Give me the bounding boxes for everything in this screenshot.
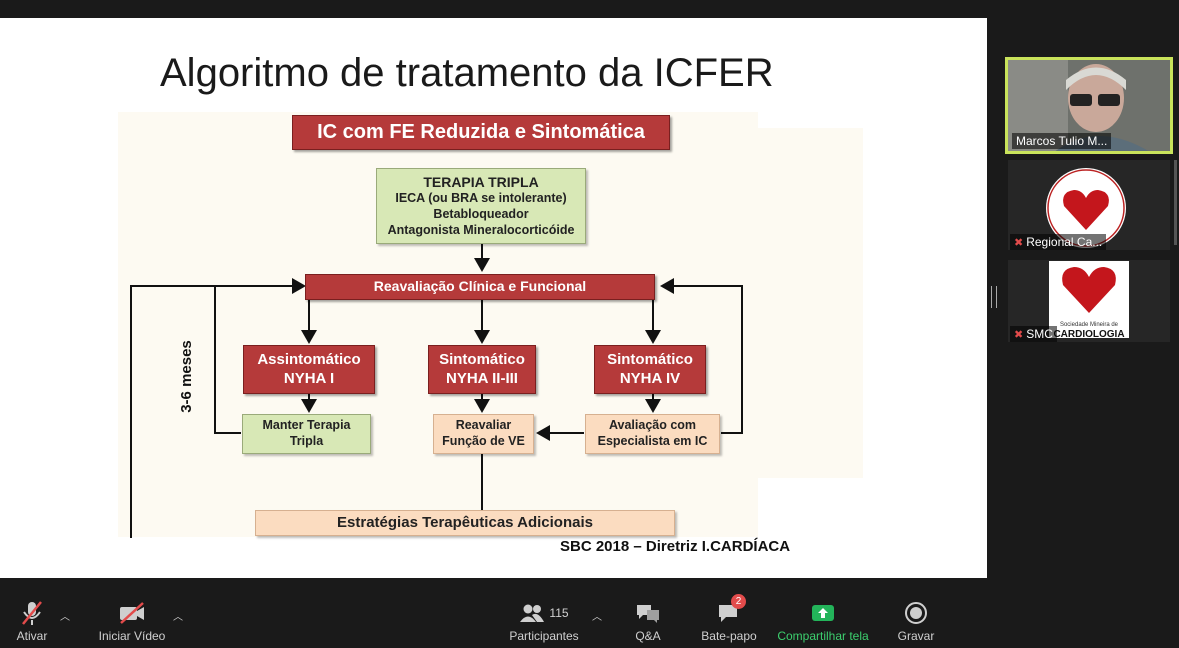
- chat-icon: 2: [716, 594, 746, 628]
- reevaluation-box: Reavaliação Clínica e Funcional: [305, 274, 655, 300]
- slide-source: SBC 2018 – Diretriz I.CARDÍACA: [560, 538, 791, 555]
- qa-icon: [635, 598, 661, 628]
- video-tile-smc[interactable]: Sociedade Mineira de CARDIOLOGIA ✖SMC: [1008, 260, 1170, 342]
- meeting-toolbar: Ativar ︿ Iniciar Vídeo ︿ 115 Participant…: [0, 588, 1179, 648]
- unmute-button[interactable]: Ativar: [10, 588, 54, 648]
- share-screen-label: Compartilhar tela: [777, 629, 869, 643]
- start-video-label: Iniciar Vídeo: [98, 629, 166, 643]
- record-button[interactable]: Gravar: [896, 588, 936, 648]
- video-off-icon: [118, 598, 146, 628]
- participants-button[interactable]: 115 Participantes: [506, 588, 582, 648]
- smc-logo-caption: Sociedade Mineira de: [1059, 322, 1119, 328]
- panel-resize-handle[interactable]: [991, 286, 997, 308]
- unmute-label: Ativar: [16, 629, 48, 643]
- diagram-header: IC com FE Reduzida e Sintomática: [292, 115, 670, 150]
- participants-label: Participantes: [509, 629, 579, 643]
- shared-slide: Algoritmo de tratamento da ICFER IC com …: [0, 18, 987, 578]
- smc-logo: Sociedade Mineira de CARDIOLOGIA: [1049, 261, 1129, 340]
- chat-label: Bate-papo: [701, 629, 757, 643]
- participants-icon: [520, 604, 545, 622]
- chat-button[interactable]: 2 Bate-papo: [700, 588, 758, 648]
- muted-mic-icon: ✖: [1014, 237, 1024, 249]
- participants-options-chevron-icon[interactable]: ︿: [592, 612, 602, 623]
- video-options-chevron-icon[interactable]: ︿: [173, 612, 183, 623]
- audio-options-chevron-icon[interactable]: ︿: [60, 612, 70, 623]
- participants-icon-group: 115: [519, 598, 569, 628]
- chat-badge: 2: [731, 594, 746, 609]
- participant-label-smc: ✖SMC: [1010, 326, 1057, 342]
- share-screen-button[interactable]: Compartilhar tela: [776, 588, 870, 648]
- action-maintain-therapy: Manter Terapia Tripla: [242, 414, 371, 454]
- side-scrollbar[interactable]: [1174, 160, 1177, 245]
- heart-logo-icon: [1062, 267, 1116, 313]
- additional-strategies-box: Estratégias Terapêuticas Adicionais: [255, 510, 675, 536]
- interval-label: 3-6 meses: [177, 340, 195, 413]
- record-label: Gravar: [897, 629, 935, 643]
- video-tile-active-speaker[interactable]: Marcos Tulio M...: [1005, 57, 1173, 154]
- start-video-button[interactable]: Iniciar Vídeo: [96, 588, 168, 648]
- triple-therapy-box: TERAPIA TRIPLA IECA (ou BRA se intoleran…: [376, 168, 586, 244]
- record-icon: [904, 598, 928, 628]
- diagram-background-right: [758, 128, 863, 478]
- action-reevaluate-lv: Reavaliar Função de VE: [433, 414, 534, 454]
- flow-arrows: [130, 242, 743, 538]
- state-nyha-2-3: Sintomático NYHA II-III: [428, 345, 536, 394]
- heart-logo-icon: [1047, 169, 1125, 247]
- muted-mic-icon: ✖: [1014, 329, 1024, 341]
- share-screen-icon: [810, 598, 836, 628]
- action-specialist: Avaliação com Especialista em IC: [585, 414, 720, 454]
- state-asymptomatic: Assintomático NYHA I: [243, 345, 375, 394]
- participant-label-regional: ✖Regional Ca...: [1010, 234, 1107, 250]
- participants-count: 115: [549, 606, 569, 620]
- muted-mic-icon: [20, 598, 44, 628]
- slide-title: Algoritmo de tratamento da ICFER: [160, 51, 774, 95]
- state-nyha-4: Sintomático NYHA IV: [594, 345, 706, 394]
- qa-label: Q&A: [635, 629, 661, 643]
- video-tile-regional[interactable]: ✖Regional Ca...: [1008, 160, 1170, 250]
- qa-button[interactable]: Q&A: [630, 588, 666, 648]
- smc-logo-wordmark: CARDIOLOGIA: [1053, 329, 1125, 340]
- participant-name: Marcos Tulio M...: [1012, 133, 1112, 149]
